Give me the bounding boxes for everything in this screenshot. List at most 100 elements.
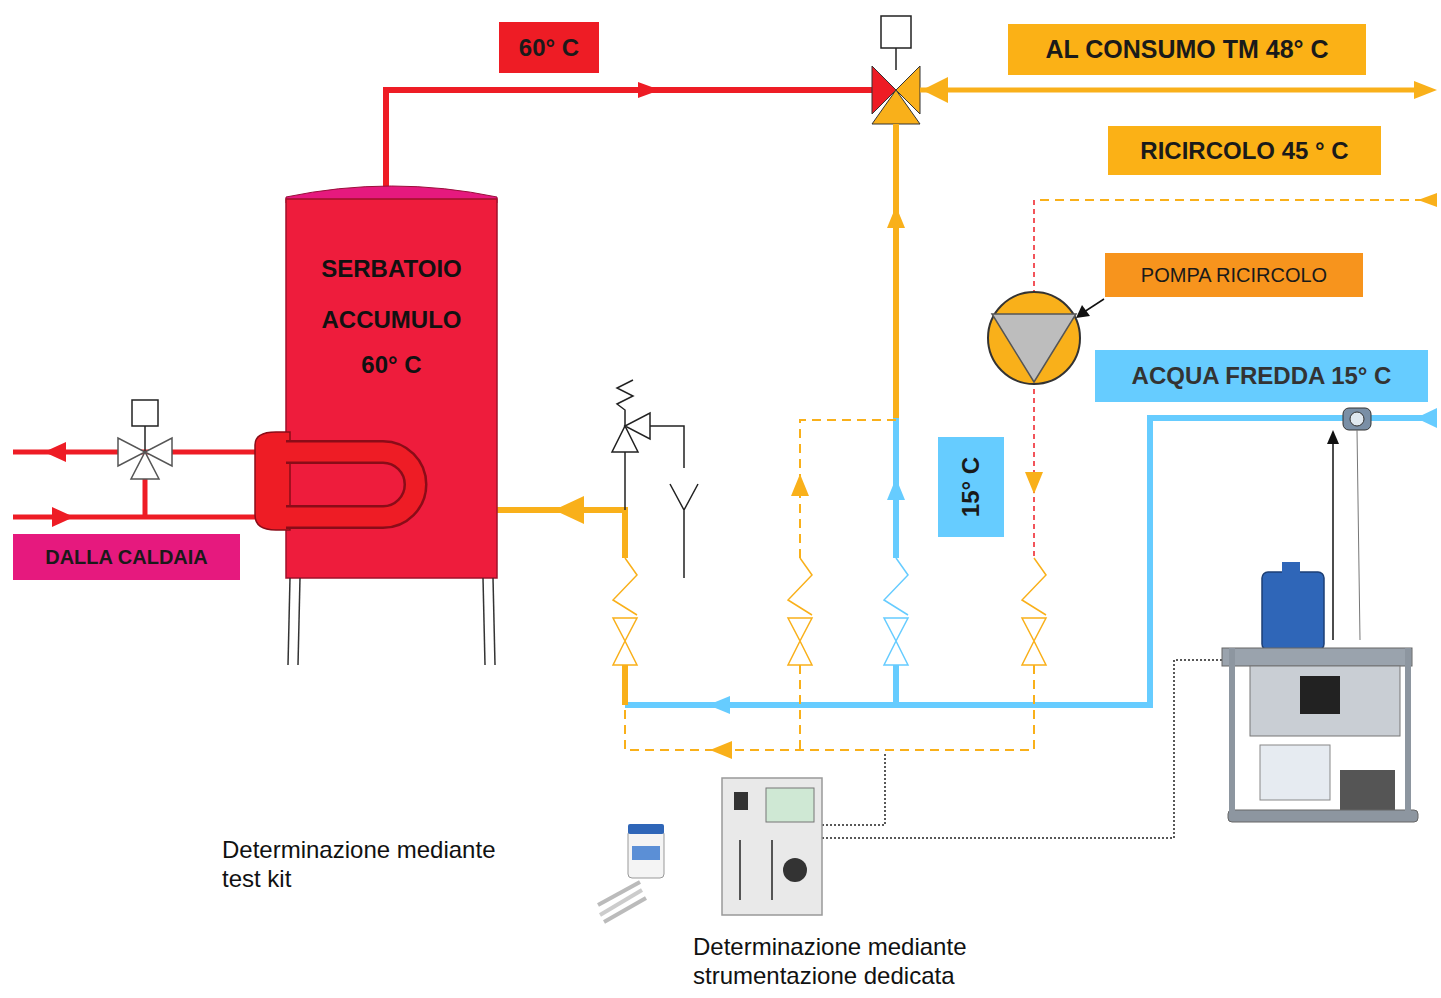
test-kit	[604, 898, 646, 922]
cold-pipe	[893, 665, 899, 705]
tank-inlet-pipe	[497, 510, 625, 558]
analyzer-panel	[783, 858, 807, 882]
tag-text: POMPA RICIRCOLO	[1141, 264, 1327, 287]
recirculation-pipe	[1418, 193, 1437, 207]
check-valve	[788, 558, 812, 615]
recirculation-pipe	[1025, 472, 1043, 494]
caption-label: Determinazione mediante test kit	[222, 836, 522, 894]
water-meter	[1350, 412, 1364, 426]
test-kit	[632, 846, 660, 860]
check-valve	[788, 558, 812, 665]
safety-valve	[650, 426, 684, 468]
consumer-pipe	[887, 77, 1437, 418]
consumer-pipe	[920, 88, 1428, 93]
safety-valve	[670, 484, 698, 578]
recirculation-pipe	[710, 741, 732, 759]
temperature-tag: AL CONSUMO TM 48° C	[1008, 24, 1366, 75]
cold-pipe	[1416, 408, 1437, 428]
dosing-station	[1229, 648, 1235, 820]
analyzer-panel	[766, 788, 814, 822]
heat-exchanger	[286, 452, 416, 517]
safety-valve	[617, 380, 633, 426]
dosing-station	[1300, 676, 1340, 714]
caption-label: Determinazione mediante strumentazione d…	[693, 933, 1023, 991]
tank-leg	[493, 578, 495, 665]
check-valve	[1022, 618, 1046, 665]
three-way-valve	[132, 400, 158, 426]
hot-pipe	[386, 90, 874, 190]
hot-pipe	[638, 82, 660, 98]
source-tag: DALLA CALDAIA	[13, 534, 240, 580]
tank-inlet-pipe	[622, 665, 628, 705]
dosing-station	[1222, 648, 1412, 666]
consumer-pipe	[922, 77, 948, 103]
tank-body	[286, 199, 497, 578]
analyzer-panel	[722, 778, 822, 915]
recirculation-pipe	[799, 665, 801, 750]
storage-tank: SERBATOIO ACCUMULO60° C	[286, 185, 497, 578]
recirculation-pump	[988, 292, 1080, 384]
water-meter	[1327, 408, 1371, 640]
safety-valve	[624, 452, 626, 510]
check-valve	[884, 618, 908, 665]
exchanger-flange	[255, 432, 290, 530]
dosing-station	[1260, 745, 1330, 800]
temperature-tag: 60° C	[499, 22, 599, 73]
hot-pipe	[386, 82, 874, 190]
temperature-tag: RICIRCOLO 45 ° C	[1108, 126, 1381, 175]
tag-text: ACQUA FREDDA 15° C	[1132, 362, 1392, 390]
mixing-valve	[872, 16, 920, 124]
cold-pipe	[708, 696, 730, 714]
recirculation-pipe	[625, 193, 1437, 759]
tag-text: RICIRCOLO 45 ° C	[1140, 137, 1348, 165]
recirculation-pipe	[1034, 199, 1424, 201]
water-meter	[1332, 440, 1334, 640]
recirculation-pump	[988, 292, 1104, 384]
analyzer-panel	[734, 792, 748, 810]
test-kit	[628, 830, 664, 878]
tag-text: DALLA CALDAIA	[45, 546, 208, 569]
check-valve	[613, 558, 637, 615]
water-meter	[1357, 430, 1360, 640]
recirculation-pump	[1076, 305, 1090, 318]
tank-label: SERBATOIO ACCUMULO	[302, 243, 481, 345]
consumer-pipe	[1414, 81, 1437, 99]
cold-pipe	[625, 418, 1428, 705]
safety-valve	[612, 380, 698, 578]
recirculation-pump	[992, 314, 1076, 382]
dosing-station	[1340, 770, 1395, 810]
check-valve	[788, 618, 812, 665]
water-meter	[1327, 430, 1339, 444]
dosing-station	[1228, 810, 1418, 822]
test-kit	[628, 824, 664, 834]
tank-label: 60° C	[302, 345, 481, 385]
analyzer-panel	[722, 778, 822, 915]
recirculation-pump	[1084, 299, 1104, 312]
tank-leg	[298, 578, 300, 665]
tag-text: 60° C	[519, 34, 579, 62]
check-valve	[613, 618, 637, 665]
dosing-station	[1222, 562, 1418, 822]
dosing-station	[1405, 648, 1411, 820]
boiler-pipes	[52, 507, 74, 527]
tank-inlet-pipe	[554, 496, 584, 524]
dosing-station	[1282, 562, 1300, 574]
signal-wire	[822, 752, 885, 825]
analyzer-panel	[771, 840, 773, 900]
consumer-pipe	[893, 124, 899, 418]
three-way-valve	[131, 452, 159, 479]
signal-wire	[822, 660, 1232, 838]
temperature-tag: 15° C	[938, 437, 1004, 537]
tank-inlet-pipe	[497, 496, 625, 705]
temperature-tag: ACQUA FREDDA 15° C	[1095, 350, 1428, 402]
tag-text: 15° C	[959, 457, 983, 517]
recirculation-pipe	[791, 474, 809, 496]
boiler-pipes	[13, 515, 258, 520]
three-way-valve	[144, 426, 146, 452]
dosing-station	[1262, 572, 1324, 650]
pump-tag: POMPA RICIRCOLO	[1105, 253, 1363, 297]
mixing-valve	[881, 16, 911, 48]
check-valve	[1022, 558, 1046, 615]
consumer-pipe	[887, 206, 905, 228]
check-valves	[613, 558, 1046, 665]
